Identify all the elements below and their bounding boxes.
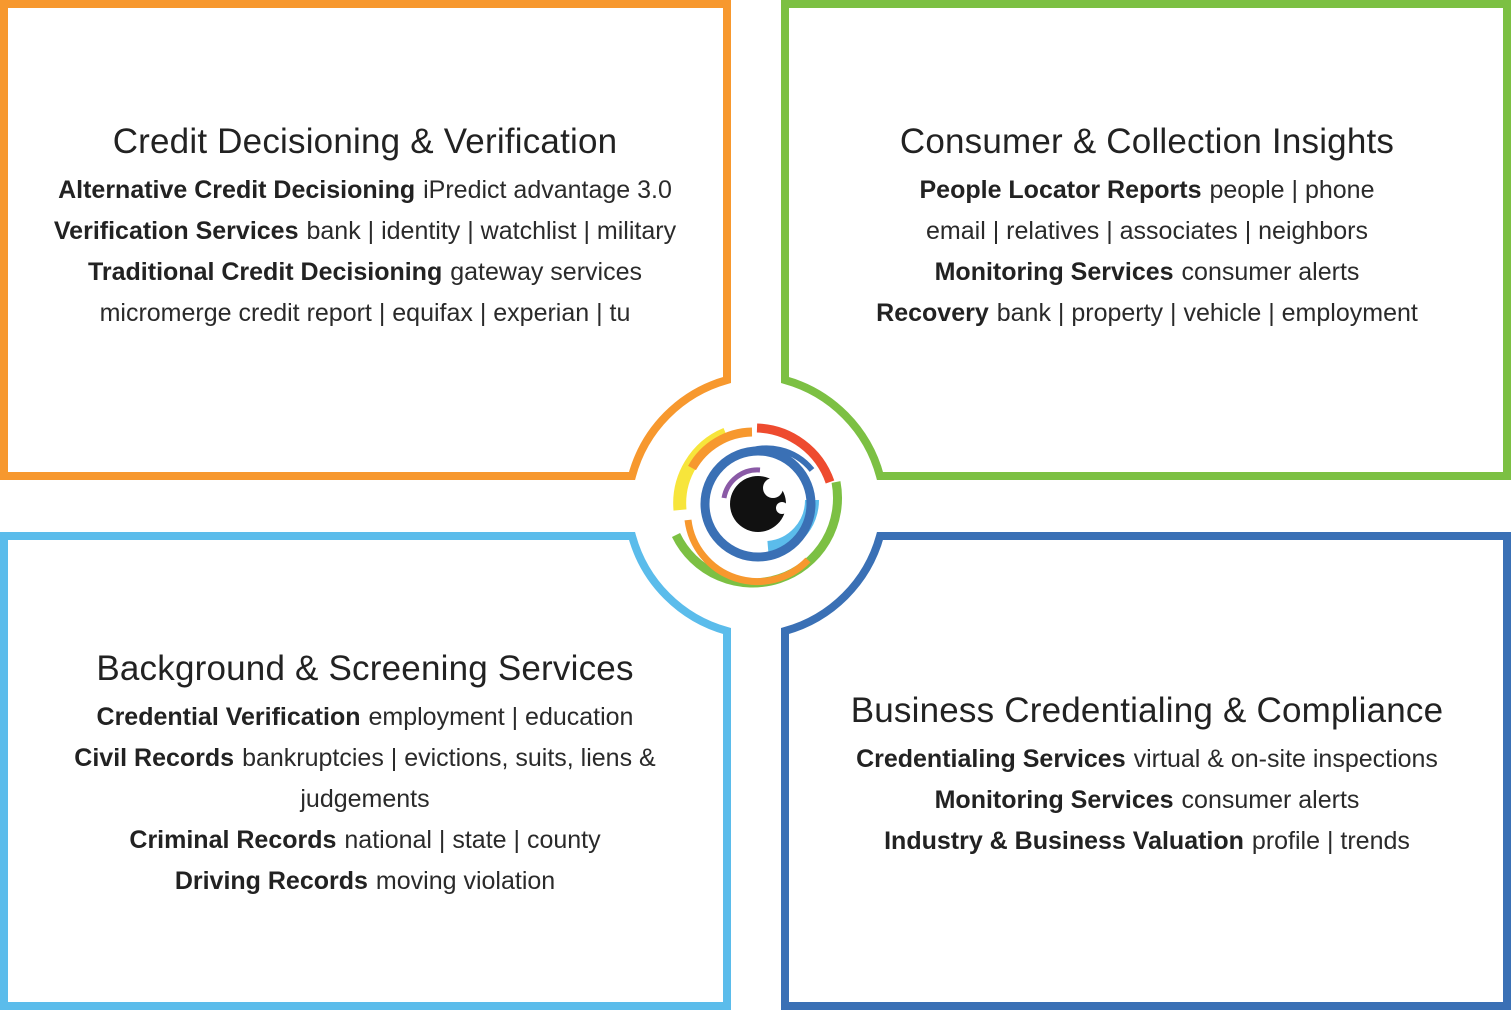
service-name: Monitoring Services <box>934 786 1174 814</box>
eye-highlight-small-icon <box>776 502 788 514</box>
eye-ring-dark-blue-icon <box>700 446 816 562</box>
frame-bottom-right <box>781 532 1511 1010</box>
quadrant-title: Business Credentialing & Compliance <box>850 691 1444 730</box>
service-detail: moving violation <box>375 867 556 895</box>
service-detail: employment | education <box>368 703 634 731</box>
quadrant-consumer-collection: Consumer & Collection Insights People Lo… <box>794 122 1500 334</box>
service-detail: micromerge credit report | equifax | exp… <box>99 299 631 327</box>
quadrant-title: Consumer & Collection Insights <box>899 122 1395 161</box>
service-detail: iPredict advantage 3.0 <box>423 176 672 204</box>
quadrant-background-screening: Background & Screening Services Credenti… <box>12 649 718 902</box>
service-name: Credentialing Services <box>856 745 1126 773</box>
service-name: People Locator Reports <box>919 176 1202 204</box>
service-detail: virtual & on-site inspections <box>1133 745 1438 773</box>
service-detail: consumer alerts <box>1181 786 1360 814</box>
eye-highlight-large-icon <box>763 478 783 498</box>
service-name: Recovery <box>876 299 989 327</box>
eye-target-icon <box>671 423 843 588</box>
eye-ring-orange-inner-icon <box>684 519 811 586</box>
service-detail: email | relatives | associates | neighbo… <box>926 217 1368 245</box>
quadrant-title: Background & Screening Services <box>96 649 634 688</box>
quadrant-business-credentialing: Business Credentialing & Compliance Cred… <box>794 691 1500 862</box>
service-name: Industry & Business Valuation <box>884 827 1244 855</box>
service-name: Criminal Records <box>129 826 337 854</box>
service-name: Credential Verification <box>96 703 361 731</box>
service-name: Traditional Credit Decisioning <box>88 258 443 286</box>
quadrant-title: Credit Decisioning & Verification <box>112 122 618 161</box>
service-detail: consumer alerts <box>1181 258 1360 286</box>
service-detail: bank | property | vehicle | employment <box>996 299 1418 327</box>
frame-top-right <box>781 0 1511 480</box>
service-name: Verification Services <box>53 217 299 245</box>
eye-iris-purple-icon <box>721 467 761 499</box>
service-line: micromerge credit report | equifax | exp… <box>12 293 718 334</box>
eye-ring-red-icon <box>756 423 835 484</box>
service-name: Civil Records <box>74 744 235 772</box>
service-detail: bankruptcies | evictions, suits, liens &… <box>242 744 656 813</box>
quadrant-credit-decisioning: Credit Decisioning & Verification Altern… <box>12 122 718 334</box>
service-name: Alternative Credit Decisioning <box>58 176 416 204</box>
frame-top-left <box>0 0 731 480</box>
service-detail: people | phone <box>1209 176 1375 204</box>
service-name: Monitoring Services <box>934 258 1174 286</box>
service-detail: national | state | county <box>344 826 601 854</box>
frame-bottom-left <box>0 532 731 1010</box>
eye-ring-orange-outer-icon <box>688 427 753 471</box>
service-name: Driving Records <box>174 867 368 895</box>
service-detail: profile | trends <box>1251 827 1410 855</box>
service-detail: gateway services <box>450 258 642 286</box>
service-line: email | relatives | associates | neighbo… <box>794 211 1500 252</box>
service-detail: bank | identity | watchlist | military <box>306 217 677 245</box>
